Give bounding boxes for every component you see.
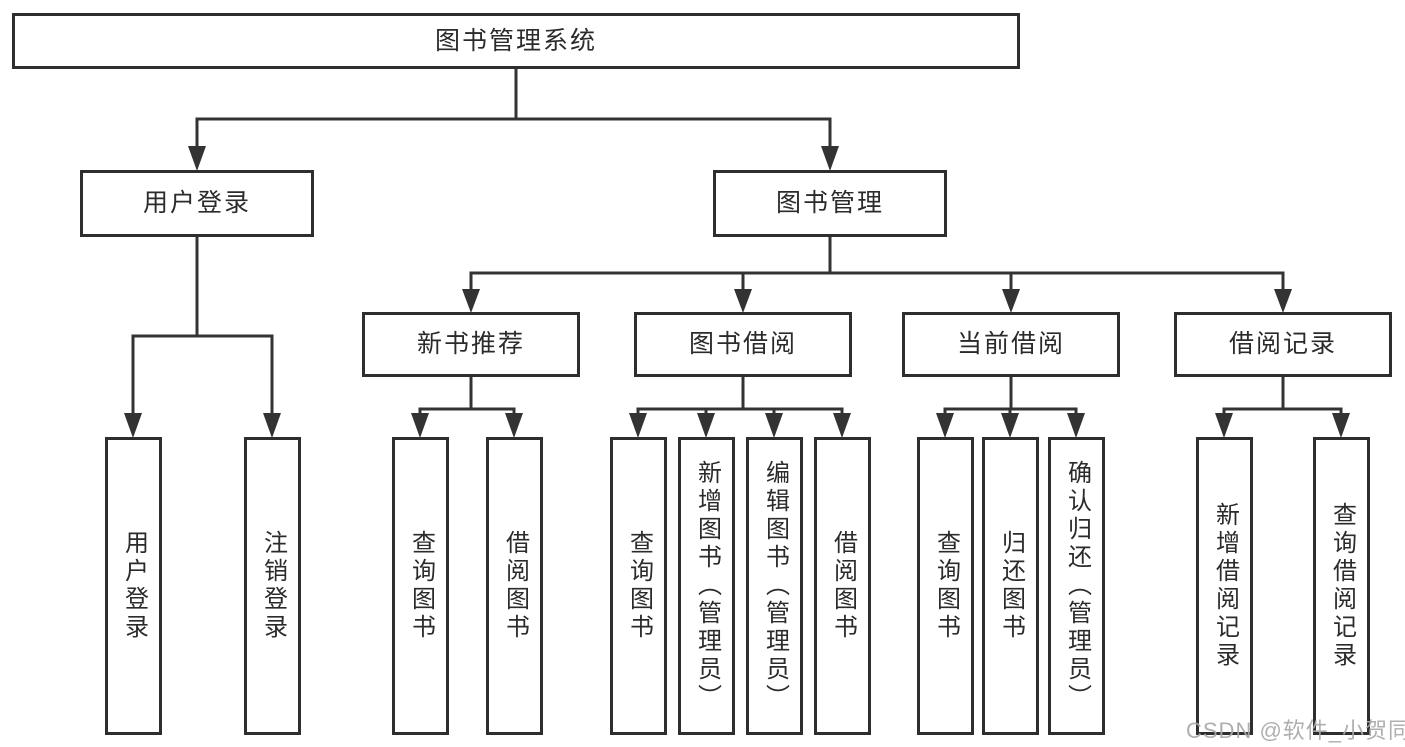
leaf-query-borrow-record: 查询借阅记录 — [1313, 437, 1370, 735]
leaf-query-books-borrow: 查询图书 — [610, 437, 667, 735]
connector-book-mgmt-children — [462, 235, 1292, 313]
node-borrow-record: 借阅记录 — [1174, 312, 1392, 377]
leaf-borrow-books-borrow: 借阅图书 — [814, 437, 871, 735]
arrowhead-icon — [462, 289, 480, 313]
connector-new-book-rec-children — [411, 375, 523, 438]
leaf-borrow-books-newrec: 借阅图书 — [486, 437, 543, 735]
node-user-login: 用户登录 — [80, 170, 314, 237]
connector-book-borrow-children — [629, 375, 851, 438]
leaf-query-books-newrec: 查询图书 — [392, 437, 449, 735]
connector-current-borrow-children — [936, 375, 1085, 438]
arrowhead-icon — [734, 289, 752, 313]
arrowhead-icon — [1274, 289, 1292, 313]
leaf-add-book-admin: 新增图书（管理员） — [678, 437, 735, 735]
arrowhead-icon — [765, 413, 783, 438]
node-book-mgmt: 图书管理 — [713, 170, 947, 237]
connector-root-to-level2 — [188, 66, 839, 171]
leaf-edit-book-admin: 编辑图书（管理员） — [746, 437, 803, 735]
arrowhead-icon — [1215, 413, 1233, 438]
arrowhead-icon — [188, 146, 206, 171]
arrowhead-icon — [263, 413, 281, 438]
node-book-borrow: 图书借阅 — [634, 312, 852, 377]
arrowhead-icon — [1002, 289, 1020, 313]
connector-user-login-children — [124, 235, 281, 438]
csdn-watermark: CSDN @软件_小贺同学 — [1186, 718, 1405, 743]
arrowhead-icon — [833, 413, 851, 438]
leaf-confirm-return-admin: 确认归还（管理员） — [1048, 437, 1105, 735]
leaf-return-book: 归还图书 — [982, 437, 1039, 735]
arrowhead-icon — [411, 413, 429, 438]
arrowhead-icon — [1332, 413, 1350, 438]
leaf-query-books-current: 查询图书 — [917, 437, 974, 735]
arrowhead-icon — [697, 413, 715, 438]
arrowhead-icon — [505, 413, 523, 438]
arrowhead-icon — [936, 413, 954, 438]
node-root: 图书管理系统 — [12, 13, 1020, 69]
connector-borrow-record-children — [1215, 375, 1350, 438]
arrowhead-icon — [629, 413, 647, 438]
leaf-add-borrow-record: 新增借阅记录 — [1196, 437, 1253, 735]
leaf-logout-login: 注销登录 — [244, 437, 301, 735]
arrowhead-icon — [124, 413, 142, 438]
arrowhead-icon — [821, 146, 839, 171]
arrowhead-icon — [1067, 413, 1085, 438]
arrowhead-icon — [1001, 413, 1019, 438]
node-current-borrow: 当前借阅 — [902, 312, 1120, 377]
leaf-user-login: 用户登录 — [105, 437, 162, 735]
node-new-book-rec: 新书推荐 — [362, 312, 580, 377]
